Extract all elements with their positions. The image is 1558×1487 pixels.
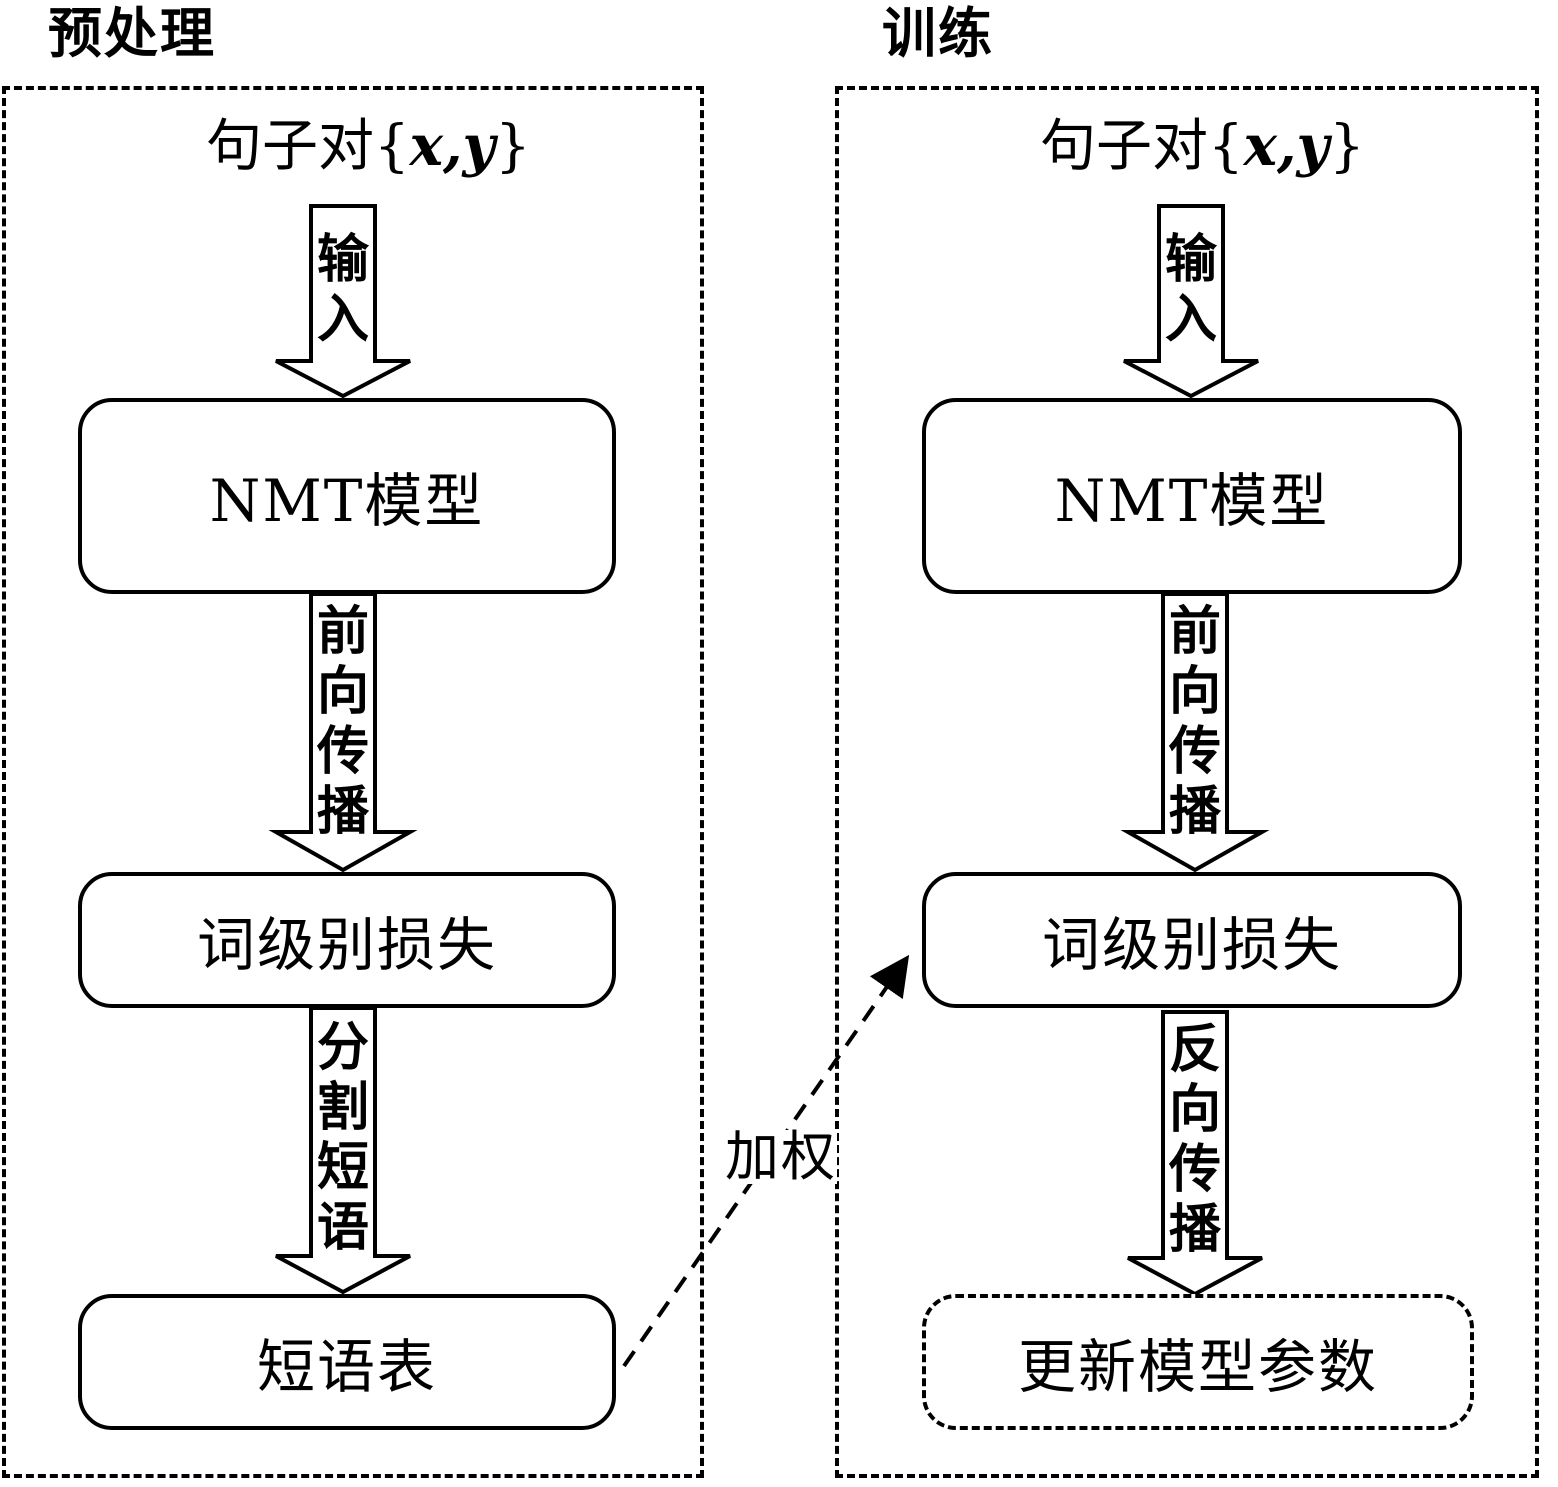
arrow-label-char: 传 [316, 721, 369, 782]
arrow-label-char: 输 [1164, 229, 1217, 290]
arrow-label-char: 播 [1168, 1199, 1221, 1260]
arrow-label-char: 割 [316, 1077, 369, 1138]
preprocess-forward-arrow-label: 前向传播 [276, 602, 410, 842]
preprocess-split-arrow-label: 分割短语 [276, 1018, 410, 1258]
preprocess-split-arrow: 分割短语 [275, 1006, 411, 1295]
preprocess-phrase-table-node: 短语表 [78, 1294, 616, 1430]
arrow-label-char: 短 [316, 1137, 369, 1198]
training-input-label: 句子对{x,y} [1040, 113, 1365, 179]
preprocess-section-title: 预处理 [48, 1, 216, 65]
preprocess-input-arrow: 输入 [275, 204, 411, 399]
training-word-loss-node: 词级别损失 [922, 872, 1462, 1008]
arrow-label-char: 入 [1164, 289, 1217, 350]
preprocess-forward-arrow: 前向传播 [268, 592, 418, 873]
preprocess-word-loss-node: 词级别损失 [78, 872, 616, 1008]
training-input-arrow: 输入 [1123, 204, 1259, 399]
preprocess-panel [2, 86, 704, 1478]
training-backward-arrow: 反向传播 [1127, 1010, 1263, 1297]
arrow-label-char: 传 [1168, 721, 1221, 782]
arrow-label-char: 前 [1168, 601, 1221, 662]
arrow-label-char: 前 [316, 601, 369, 662]
arrow-label-char: 向 [316, 661, 369, 722]
training-panel [835, 86, 1539, 1478]
arrow-label-char: 向 [1168, 1079, 1221, 1140]
training-update-params-node: 更新模型参数 [922, 1294, 1474, 1430]
preprocess-input-label: 句子对{x,y} [206, 113, 531, 179]
arrow-label-char: 向 [1168, 661, 1221, 722]
arrow-label-char: 入 [316, 289, 369, 350]
training-nmt-model-node: NMT模型 [922, 398, 1462, 594]
training-forward-arrow: 前向传播 [1120, 592, 1270, 873]
training-forward-arrow-label: 前向传播 [1128, 602, 1262, 842]
arrow-label-char: 语 [316, 1197, 369, 1258]
arrow-label-char: 输 [316, 229, 369, 290]
arrow-label-char: 分 [316, 1017, 369, 1078]
training-backward-arrow-label: 反向传播 [1128, 1020, 1262, 1260]
arrow-label-char: 传 [1168, 1139, 1221, 1200]
weighting-edge-label: 加权 [725, 1125, 837, 1188]
preprocess-input-arrow-label: 输入 [276, 230, 410, 350]
preprocess-nmt-model-node: NMT模型 [78, 398, 616, 594]
arrow-label-char: 反 [1168, 1019, 1221, 1080]
arrow-label-char: 播 [316, 781, 369, 842]
arrow-label-char: 播 [1168, 781, 1221, 842]
training-input-arrow-label: 输入 [1124, 230, 1258, 350]
training-section-title: 训练 [882, 1, 994, 65]
